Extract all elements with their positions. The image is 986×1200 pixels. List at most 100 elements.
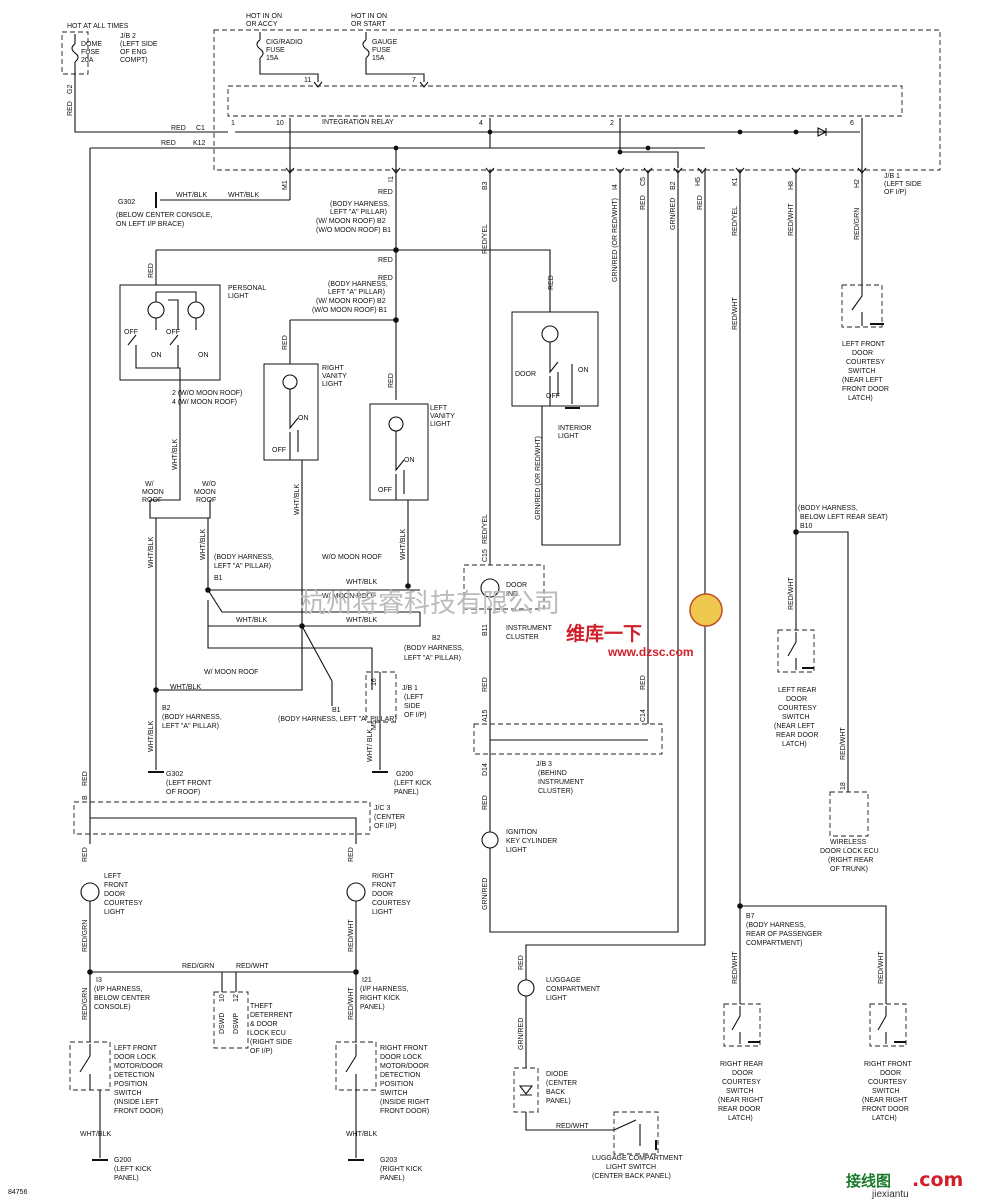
node — [405, 583, 411, 589]
svg-text:PANEL): PANEL) — [546, 1098, 571, 1105]
right-vanity-switch — [289, 389, 299, 460]
rr-sw-symbol — [731, 1006, 741, 1044]
svg-text:WHT/BLK: WHT/BLK — [294, 484, 301, 515]
node — [487, 129, 493, 135]
relay-box — [227, 85, 903, 117]
svg-text:FRONT: FRONT — [372, 882, 397, 889]
svg-text:ON: ON — [578, 367, 589, 374]
svg-text:DETECTION: DETECTION — [380, 1072, 420, 1079]
svg-text:H8: H8 — [788, 181, 795, 190]
svg-text:(BODY HARNESS,: (BODY HARNESS, — [330, 201, 390, 208]
interior-light-box — [511, 311, 599, 407]
svg-text:(W/ MOON ROOF) B2: (W/ MOON ROOF) B2 — [316, 218, 386, 225]
svg-text:RED/WHT: RED/WHT — [732, 951, 739, 984]
svg-text:COMPT): COMPT) — [120, 57, 148, 64]
svg-text:LATCH): LATCH) — [782, 741, 807, 748]
svg-text:DOOR: DOOR — [732, 1070, 753, 1077]
svg-text:RED/YEL: RED/YEL — [732, 206, 739, 236]
svg-text:RED: RED — [482, 677, 489, 692]
relay-tap-2 — [619, 118, 679, 168]
svg-text:ON: ON — [151, 352, 162, 359]
svg-text:SWITCH: SWITCH — [782, 714, 810, 721]
svg-text:INSTRUMENT: INSTRUMENT — [538, 779, 585, 786]
gauge-fuse-symbol — [362, 39, 370, 59]
svg-text:J/B 1: J/B 1 — [402, 685, 418, 692]
svg-text:RED/GRN: RED/GRN — [854, 208, 861, 240]
svg-text:A15: A15 — [482, 709, 489, 722]
jb1-middle: 16 M5 J/B 1 (LEFT SIDE OF I/P) WHT/ BLK … — [365, 671, 432, 796]
svg-text:RED/WHT: RED/WHT — [348, 919, 355, 952]
svg-text:B2: B2 — [432, 635, 441, 642]
c1-label: C1 — [196, 125, 205, 132]
ign-out — [489, 170, 679, 933]
jc3-and-door-lights: RED B J/C 3 (CENTER OF I/P) RED RED LEFT… — [69, 148, 430, 1182]
lock-sw-feeds — [89, 972, 357, 1042]
svg-text:WHT/BLK: WHT/BLK — [148, 537, 155, 568]
svg-text:G200: G200 — [396, 771, 413, 778]
svg-text:(RIGHT SIDE: (RIGHT SIDE — [250, 1039, 293, 1046]
svg-text:G200: G200 — [114, 1157, 131, 1164]
svg-text:LOCK ECU: LOCK ECU — [250, 1030, 286, 1037]
jiexiantu-watermark: 接线图 — [846, 1172, 891, 1190]
svg-text:(LEFT FRONT: (LEFT FRONT — [166, 780, 212, 787]
svg-text:WHT/BLK: WHT/BLK — [346, 579, 377, 586]
luggage-feed — [525, 170, 706, 980]
svg-text:& DOOR: & DOOR — [250, 1021, 278, 1028]
svg-text:ROOF: ROOF — [196, 497, 216, 504]
svg-text:RED/GRN: RED/GRN — [182, 963, 214, 970]
svg-text:G302: G302 — [166, 771, 183, 778]
svg-text:CLUSTER): CLUSTER) — [538, 788, 573, 795]
interior-switch — [549, 342, 573, 406]
svg-text:REAR DOOR: REAR DOOR — [718, 1106, 760, 1113]
right-vanity-light: RED OFF ON RIGHT VANITY LIGHT WHT/BLK — [263, 320, 347, 626]
dome-wire-color: RED — [67, 101, 74, 116]
svg-text:LEFT FRONT: LEFT FRONT — [114, 1045, 158, 1052]
svg-text:FUSE: FUSE — [81, 49, 100, 56]
svg-text:(LEFT KICK: (LEFT KICK — [114, 1166, 152, 1173]
svg-text:W/ MOON ROOF: W/ MOON ROOF — [322, 593, 376, 600]
svg-text:RED/GRN: RED/GRN — [82, 920, 89, 952]
svg-text:B3: B3 — [482, 181, 489, 190]
svg-text:COURTESY: COURTESY — [104, 900, 143, 907]
svg-text:I1: I1 — [388, 176, 395, 182]
svg-text:WIRELESS: WIRELESS — [830, 839, 867, 846]
node — [617, 149, 623, 155]
svg-text:I3: I3 — [96, 977, 102, 984]
svg-text:16: 16 — [371, 678, 378, 686]
svg-text:(CENTER: (CENTER — [546, 1080, 577, 1087]
svg-text:ON: ON — [298, 415, 309, 422]
svg-text:12: 12 — [233, 994, 240, 1002]
svg-text:WHT/BLK: WHT/BLK — [200, 529, 207, 560]
svg-text:LIGHT: LIGHT — [322, 381, 343, 388]
svg-text:W/O: W/O — [202, 481, 217, 488]
ign-lamp — [481, 831, 499, 849]
lr-sw-symbol — [787, 632, 797, 670]
rf-courtesy-lamp — [346, 882, 366, 902]
svg-text:MOON: MOON — [194, 489, 216, 496]
svg-text:B10: B10 — [800, 523, 813, 530]
svg-text:RIGHT FRONT: RIGHT FRONT — [864, 1061, 912, 1068]
relay-pin-6: 6 — [850, 120, 854, 127]
svg-text:RED: RED — [82, 847, 89, 862]
svg-text:RED/WHT: RED/WHT — [878, 951, 885, 984]
svg-text:GRN/RED (OR RED/WHT): GRN/RED (OR RED/WHT) — [535, 436, 542, 520]
svg-text:(NEAR RIGHT: (NEAR RIGHT — [718, 1097, 764, 1104]
svg-text:M1: M1 — [282, 180, 289, 190]
svg-text:DOOR LOCK ECU: DOOR LOCK ECU — [820, 848, 879, 855]
svg-text:RED: RED — [388, 373, 395, 388]
svg-text:LIGHT: LIGHT — [104, 909, 125, 916]
node — [645, 145, 651, 151]
svg-text:G203: G203 — [380, 1157, 397, 1164]
diode-symbol — [518, 1085, 534, 1096]
svg-text:IGNITION: IGNITION — [506, 829, 537, 836]
svg-text:ROOF: ROOF — [142, 497, 162, 504]
svg-text:LIGHT: LIGHT — [372, 909, 393, 916]
svg-text:RIGHT KICK: RIGHT KICK — [360, 995, 400, 1002]
svg-text:(BODY HARNESS,: (BODY HARNESS, — [404, 645, 464, 652]
svg-text:RED: RED — [378, 257, 393, 264]
svg-text:GRN/RED (OR RED/WHT): GRN/RED (OR RED/WHT) — [612, 198, 619, 282]
jb1-top-label: J/B 1 (LEFT SIDE OF I/P) — [884, 173, 922, 196]
svg-text:ON: ON — [198, 352, 209, 359]
page-code: 84756 — [8, 1189, 28, 1196]
svg-text:OFF: OFF — [124, 329, 138, 336]
